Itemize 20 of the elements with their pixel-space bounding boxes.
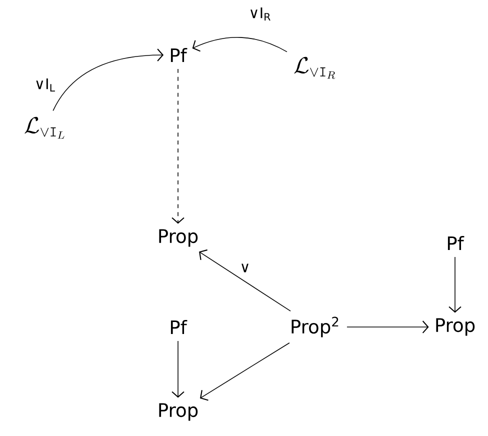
arrow (448, 256, 462, 313)
arrow (199, 249, 291, 312)
edge-label: ∨ (238, 262, 252, 274)
arrow (52, 48, 164, 112)
arrow (192, 37, 288, 52)
edge-label: ∨I$_{L}$ (33, 77, 57, 93)
formula-label: $\mathcal{L}_{\vee\mathtt{I}_L}$ (24, 116, 64, 139)
edge-label: ∨I$_{R}$ (247, 6, 273, 22)
object-label: Prop (159, 229, 198, 247)
formula-label: $\mathcal{L}_{\vee\mathtt{I}_R}$ (294, 56, 336, 79)
object-label: Pf (170, 320, 188, 334)
object-label: Pf (448, 236, 464, 250)
object-label: Prop (159, 403, 198, 421)
object-label: Prop$^{2}$ (292, 316, 338, 338)
arrow (172, 68, 184, 224)
arrow (172, 340, 184, 398)
arrow (346, 320, 429, 334)
object-label: Pf (170, 48, 188, 62)
object-label: Prop (436, 318, 475, 336)
arrow (200, 342, 290, 401)
